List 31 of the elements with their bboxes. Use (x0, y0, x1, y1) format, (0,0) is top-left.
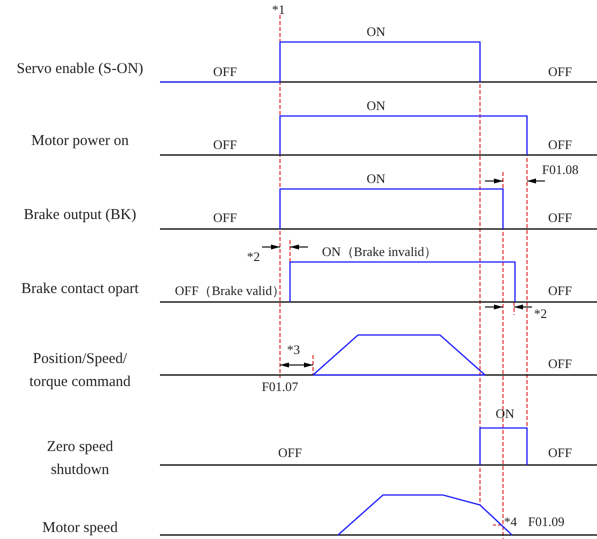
state-label: ON (366, 23, 386, 41)
signal-name: Zero speed shutdown (46, 438, 114, 480)
state-label: OFF (213, 136, 237, 154)
state-label: OFF (548, 282, 572, 300)
state-label: OFF (278, 444, 302, 462)
state-label: OFF (213, 209, 237, 227)
state-label: F01.07 (262, 378, 298, 396)
state-label: F01.09 (528, 513, 564, 531)
signal-name: Motor power on (30, 132, 130, 151)
signal-name: Brake output (BK) (22, 206, 138, 225)
state-label: OFF (548, 444, 572, 462)
signal-name: Brake contact opart (20, 280, 140, 299)
state-label: OFF（Brake valid） (174, 282, 285, 300)
note-mark: *1 (272, 1, 285, 19)
state-label: ON (366, 97, 386, 115)
note-mark: *4 (504, 513, 517, 531)
note-mark: *2 (534, 305, 547, 323)
state-label: OFF (213, 63, 237, 81)
state-label: F01.08 (542, 161, 578, 179)
state-label: OFF (548, 136, 572, 154)
state-label: OFF (548, 209, 572, 227)
signal-name: Position/Speed/ torque command (28, 350, 132, 392)
signal-name: Servo enable (S-ON) (16, 60, 144, 79)
note-mark: *2 (247, 248, 260, 266)
state-label: OFF (548, 63, 572, 81)
signal-name: Motor speed (41, 519, 119, 538)
state-label: ON（Brake invalid） (322, 243, 438, 261)
note-mark: *3 (287, 341, 300, 359)
state-label: OFF (548, 355, 572, 373)
state-label: ON (496, 405, 514, 423)
state-label: ON (366, 170, 386, 188)
